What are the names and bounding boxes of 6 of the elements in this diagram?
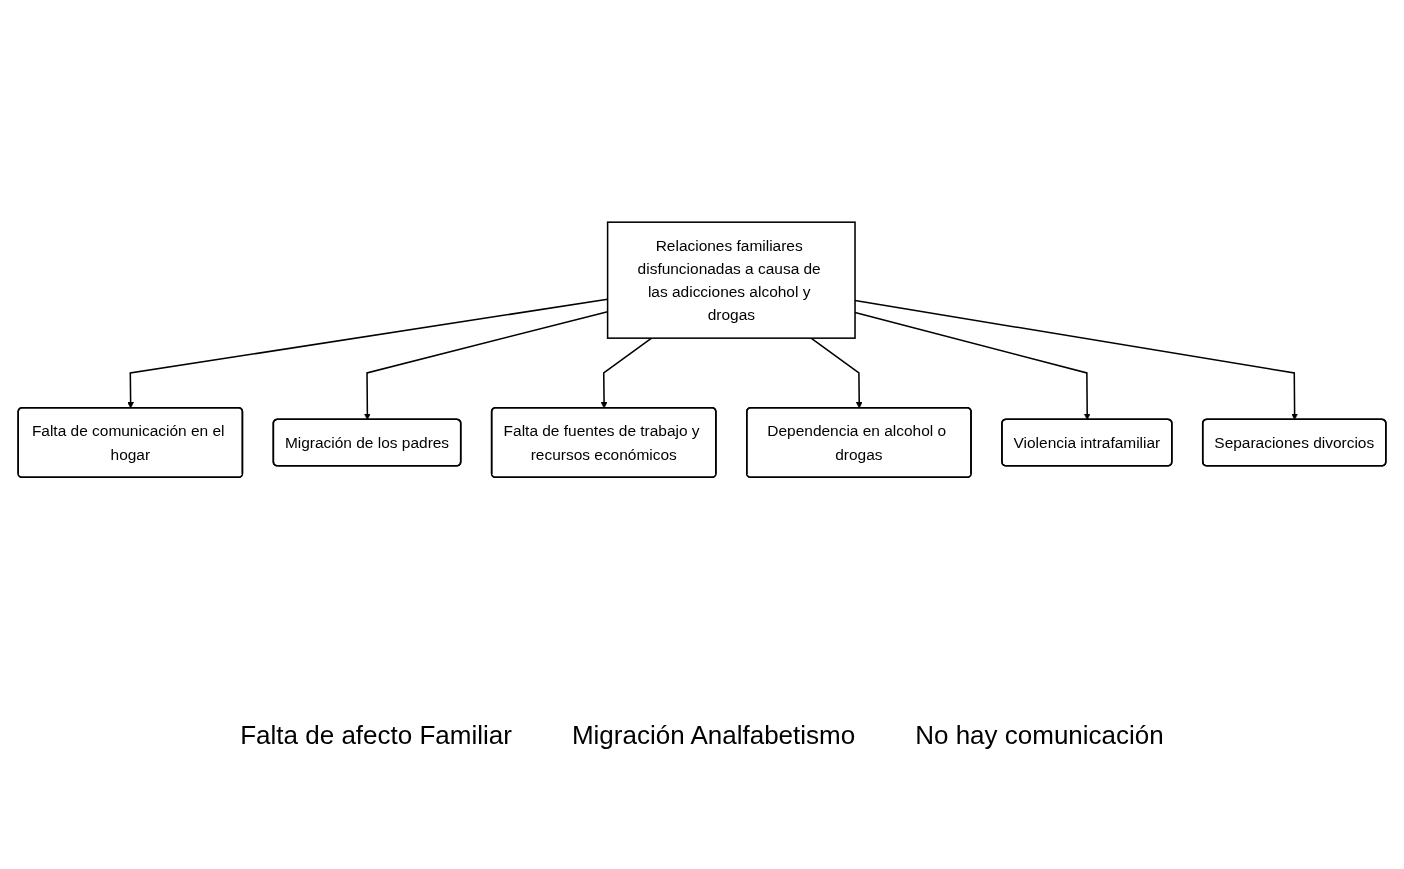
arrow	[810, 337, 863, 409]
arrow	[600, 337, 653, 409]
note-text: No hay comunicación	[915, 720, 1164, 751]
note-text: Falta de afecto Familiar	[240, 720, 512, 751]
note-text: Migración Analfabetismo	[571, 720, 856, 751]
node-box: Relaciones familiares disfuncionadas a causa de las adicciones alcohol y drogas	[606, 221, 856, 340]
